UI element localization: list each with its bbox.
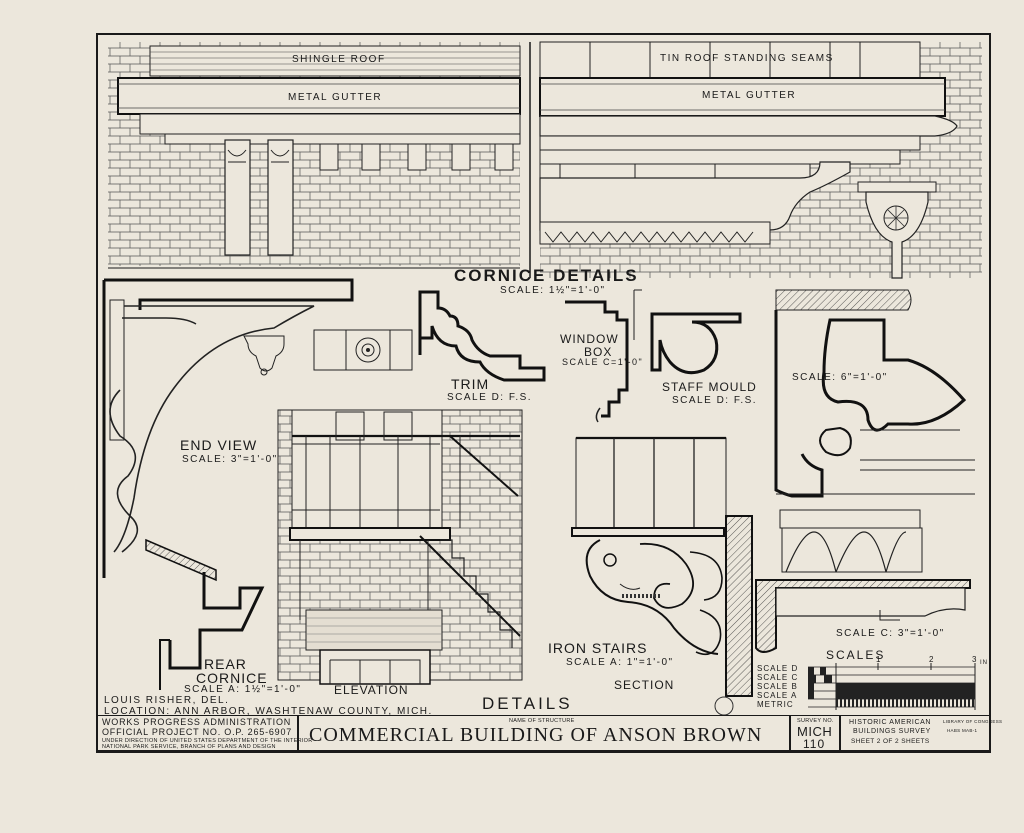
location: LOCATION: ANN ARBOR, WASHTENAW COUNTY, M…	[104, 706, 433, 717]
habs-line-2: BUILDINGS SURVEY	[853, 728, 931, 735]
rear-cornice-profile	[145, 538, 265, 690]
scale-c-cornice	[755, 579, 971, 653]
iron-stairs-section	[571, 436, 753, 697]
rear-cornice-label-2: CORNICE	[196, 670, 268, 686]
section-label: SECTION	[614, 678, 675, 692]
window-box-profile	[565, 289, 642, 423]
scale-tick-1: 1	[876, 655, 882, 664]
tin-roof-label: TIN ROOF STANDING SEAMS	[660, 53, 834, 64]
title-block-wpa: WORKS PROGRESS ADMINISTRATION OFFICIAL P…	[97, 715, 312, 751]
cornice-left-elevation	[108, 42, 521, 266]
direction-line-2: NATIONAL PARK SERVICE, BRANCH OF PLANS A…	[102, 744, 276, 750]
window-box-label-2: BOX	[584, 345, 613, 359]
wpa-label: WORKS PROGRESS ADMINISTRATION	[102, 717, 292, 727]
cornice-section-right	[774, 289, 975, 573]
scale-row-a: SCALE A	[757, 691, 798, 700]
direction-line-1: UNDER DIRECTION OF UNITED STATES DEPARTM…	[102, 738, 313, 744]
rosette-block	[313, 329, 413, 371]
structure-name: COMMERCIAL BUILDING OF ANSON BROWN	[309, 724, 763, 746]
end-view-bracket	[102, 278, 354, 578]
project-number: OFFICIAL PROJECT NO. O.P. 265-6907	[102, 727, 293, 737]
title-block-survey: SURVEY NO. MICH 110	[790, 715, 840, 751]
details-label: DETAILS	[482, 694, 573, 713]
iron-stairs-scale: SCALE A: 1"=1'-0"	[566, 657, 674, 668]
survey-no-2: 110	[803, 737, 826, 751]
scale-c-label: SCALE C: 3"=1'-0"	[836, 628, 945, 639]
scale-unit: IN	[980, 660, 988, 666]
trim-label: TRIM	[451, 376, 490, 392]
scale-row-metric: METRIC	[757, 700, 794, 709]
window-box-label-1: WINDOW	[560, 332, 619, 346]
end-view-scale: SCALE: 3"=1'-0"	[182, 454, 278, 465]
scale-row-c: SCALE C	[757, 673, 799, 682]
cornice-details-title: CORNICE DETAILS	[454, 266, 639, 285]
cornice-details-scale: SCALE: 1½"=1'-0"	[500, 285, 606, 296]
trim-profile	[418, 290, 546, 382]
window-box-scale: SCALE C=1'-0"	[562, 357, 644, 367]
title-block-habs: HISTORIC AMERICAN BUILDINGS SURVEY SHEET…	[840, 715, 1002, 751]
trim-scale: SCALE D: F.S.	[447, 392, 533, 403]
staff-mould-scale: SCALE D: F.S.	[672, 395, 758, 406]
staff-mould-label: STAFF MOULD	[662, 380, 757, 394]
metal-gutter-right-label: METAL GUTTER	[702, 90, 797, 101]
rear-cornice-scale: SCALE A: 1½"=1'-0"	[184, 684, 302, 695]
stamp	[714, 696, 734, 716]
end-view-label: END VIEW	[180, 437, 258, 453]
shingle-roof-label: SHINGLE ROOF	[292, 54, 386, 65]
survey-no-label: SURVEY NO.	[797, 718, 834, 724]
staff-mould-profile	[650, 312, 742, 375]
name-of-structure-label: NAME OF STRUCTURE	[509, 718, 575, 724]
stair-elevation	[277, 409, 523, 685]
sheet-number: SHEET 2 OF 2 SHEETS	[851, 738, 930, 745]
scale-row-d: SCALE D	[757, 664, 799, 673]
survey-no-1: MICH	[797, 724, 833, 739]
sheet-border	[96, 33, 991, 753]
elevation-label: ELEVATION	[334, 683, 409, 697]
right-section-scale: SCALE: 6"=1'-0"	[792, 372, 888, 383]
habs-line-1: HISTORIC AMERICAN	[849, 719, 932, 726]
iron-stairs-label: IRON STAIRS	[548, 640, 648, 656]
scale-tick-3: 3	[972, 655, 978, 664]
scale-row-b: SCALE B	[757, 682, 798, 691]
scales-graphic	[808, 663, 976, 710]
library-line-2: HABS MAB-1	[947, 728, 978, 733]
rear-cornice-label-1: REAR	[204, 656, 247, 672]
metal-gutter-left-label: METAL GUTTER	[288, 92, 383, 103]
delineator: LOUIS RISHER, DEL.	[104, 695, 230, 706]
cornice-right-elevation	[539, 41, 982, 279]
title-block-structure: NAME OF STRUCTURE COMMERCIAL BUILDING OF…	[298, 715, 790, 751]
library-line-1: LIBRARY OF CONGRESS	[943, 719, 1003, 724]
scales-title: SCALES	[826, 648, 886, 662]
scale-tick-2: 2	[929, 655, 935, 664]
